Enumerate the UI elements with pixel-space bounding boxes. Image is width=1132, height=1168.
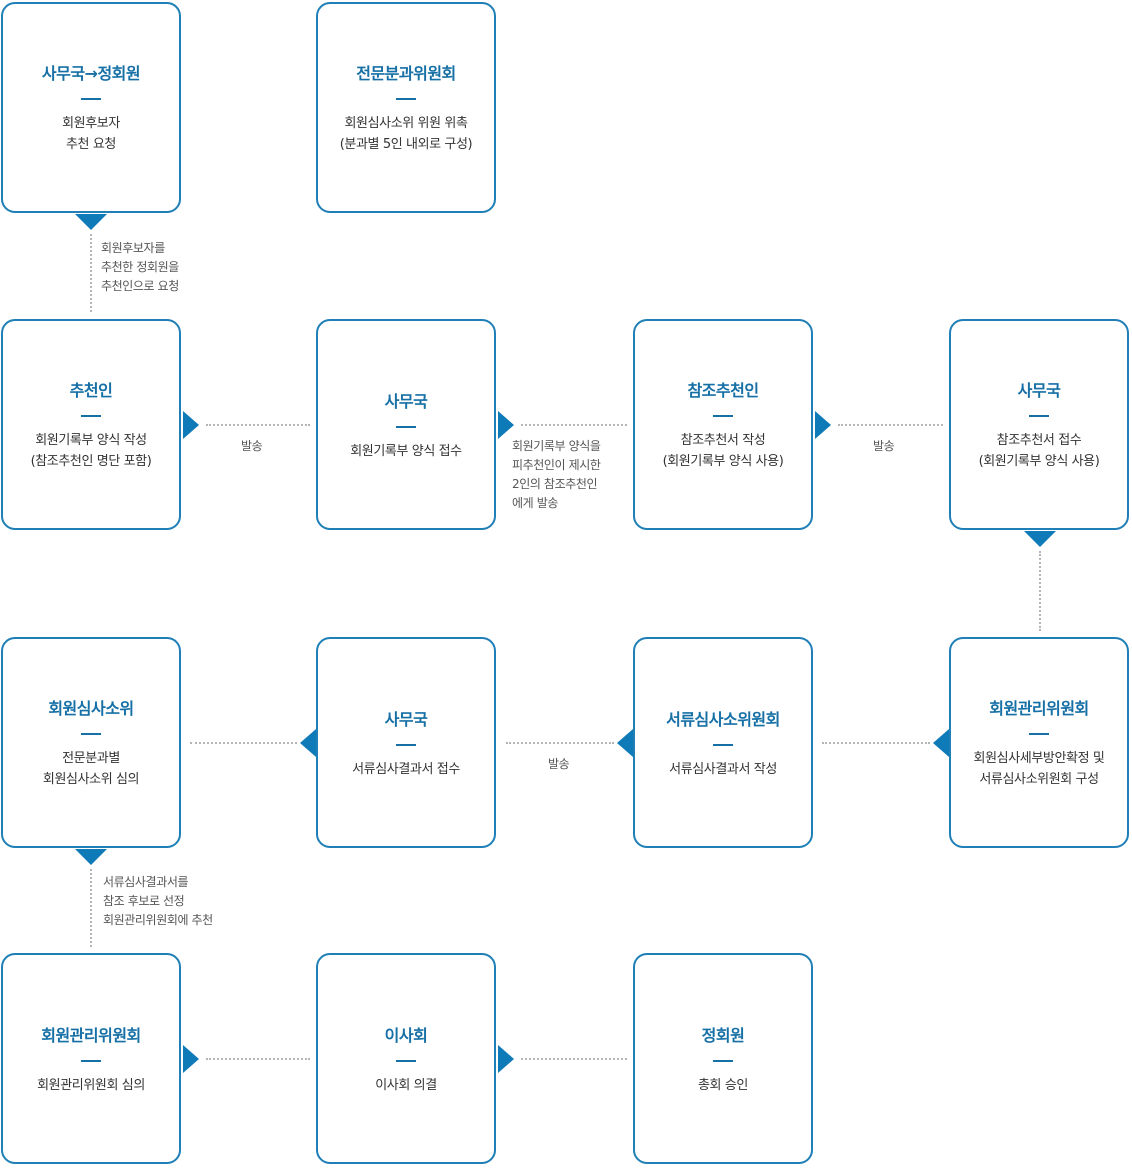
step-member-management-committee-setup: 회원관리위원회 회원심사세부방안확정 및 서류심사소위원회 구성 [949, 637, 1129, 848]
arrow-left-icon [300, 729, 316, 757]
connector-note: 발송 [548, 757, 570, 771]
connector-line [1039, 551, 1041, 631]
connector-note: 발송 [241, 439, 263, 453]
step-title: 회원관리위원회 [41, 1025, 141, 1045]
step-regular-member: 정회원 총회 승인 [633, 953, 813, 1164]
step-title: 이사회 [384, 1025, 428, 1045]
step-title: 서류심사소위원회 [666, 709, 780, 729]
step-document-review-committee: 서류심사소위원회 서류심사결과서 작성 [633, 637, 813, 848]
connector-note: 발송 [873, 439, 895, 453]
connector-line [90, 869, 92, 947]
step-desc: 총회 승인 [698, 1077, 748, 1093]
connector-line [206, 1058, 310, 1060]
step-expert-committee: 전문분과위원회 회원심사소위 위원 위촉 (분과별 5인 내외로 구성) [316, 2, 496, 213]
arrow-right-icon [498, 1045, 514, 1073]
arrow-left-icon [933, 729, 949, 757]
connector-line [521, 424, 627, 426]
step-desc: 회원기록부 양식 작성 (참조추천인 명단 포함) [30, 433, 152, 469]
connector-line [506, 742, 614, 744]
arrow-right-icon [815, 411, 831, 439]
step-desc: 전문분과별 회원심사소위 심의 [42, 751, 140, 787]
step-title: 정회원 [701, 1025, 745, 1045]
divider [81, 415, 101, 417]
step-reference-recommender: 참조추천인 참조추천서 작성 (회원기록부 양식 사용) [633, 319, 813, 530]
step-secretariat-to-member: 사무국→정회원 회원후보자 추천 요청 [1, 2, 181, 213]
divider [396, 98, 416, 100]
arrow-right-icon [183, 1045, 199, 1073]
divider [81, 1059, 101, 1062]
arrow-right-icon [498, 411, 514, 439]
arrow-down-icon [75, 214, 107, 230]
step-title: 사무국 [1017, 381, 1061, 400]
step-desc: 회원관리위원회 심의 [37, 1077, 145, 1093]
step-desc: 참조추천서 접수 (회원기록부 양식 사용) [978, 433, 1100, 469]
arrow-down-icon [1024, 531, 1056, 547]
connector-line [90, 234, 92, 312]
connector-note: 회원후보자를 추천한 정회원을 추천인으로 요청 [101, 241, 179, 293]
step-desc: 회원심사세부방안확정 및 서류심사소위원회 구성 [973, 751, 1105, 787]
connector-line [190, 742, 297, 744]
connector-line [838, 424, 943, 426]
step-desc: 서류심사결과서 작성 [669, 761, 777, 777]
connector-note: 회원기록부 양식을 피추천인이 제시한 2인의 참조추천인 에게 발송 [512, 439, 601, 510]
step-title: 사무국 [384, 709, 428, 729]
divider [396, 425, 416, 428]
step-secretariat-receive-result: 사무국 서류심사결과서 접수 [316, 637, 496, 848]
step-board: 이사회 이사회 의결 [316, 953, 496, 1164]
step-member-management-committee-review: 회원관리위원회 회원관리위원회 심의 [1, 953, 181, 1164]
connector-note: 서류심사결과서를 참조 후보로 선정 회원관리위원회에 추천 [103, 875, 213, 927]
step-secretariat-receive-form: 사무국 회원기록부 양식 접수 [316, 319, 496, 530]
connector-line [206, 424, 310, 426]
connector-line [521, 1058, 627, 1060]
step-secretariat-receive-reference: 사무국 참조추천서 접수 (회원기록부 양식 사용) [949, 319, 1129, 530]
divider [713, 1059, 733, 1062]
divider [81, 733, 101, 735]
connector-line [822, 742, 930, 744]
step-title: 사무국 [384, 391, 428, 411]
divider [713, 743, 733, 746]
step-desc: 서류심사결과서 접수 [352, 761, 460, 777]
step-review-subcommittee: 회원심사소위 전문분과별 회원심사소위 심의 [1, 637, 181, 848]
step-desc: 이사회 의결 [375, 1077, 437, 1093]
divider [1029, 415, 1049, 417]
divider [713, 415, 733, 417]
step-title: 참조추천인 [687, 381, 759, 400]
step-recommender: 추천인 회원기록부 양식 작성 (참조추천인 명단 포함) [1, 319, 181, 530]
step-desc: 회원심사소위 위원 위촉 (분과별 5인 내외로 구성) [339, 116, 473, 152]
step-title: 사무국→정회원 [41, 64, 141, 83]
arrow-right-icon [183, 411, 199, 439]
step-title: 회원심사소위 [48, 699, 134, 718]
divider [81, 98, 101, 100]
step-title: 회원관리위원회 [989, 699, 1089, 718]
step-title: 추천인 [69, 381, 113, 400]
arrow-down-icon [75, 849, 107, 865]
step-desc: 회원후보자 추천 요청 [62, 116, 120, 152]
step-desc: 회원기록부 양식 접수 [350, 443, 462, 459]
divider [396, 743, 416, 746]
divider [396, 1059, 416, 1062]
step-desc: 참조추천서 작성 (회원기록부 양식 사용) [662, 433, 784, 469]
arrow-left-icon [617, 729, 633, 757]
step-title: 전문분과위원회 [356, 64, 456, 83]
divider [1029, 733, 1049, 735]
